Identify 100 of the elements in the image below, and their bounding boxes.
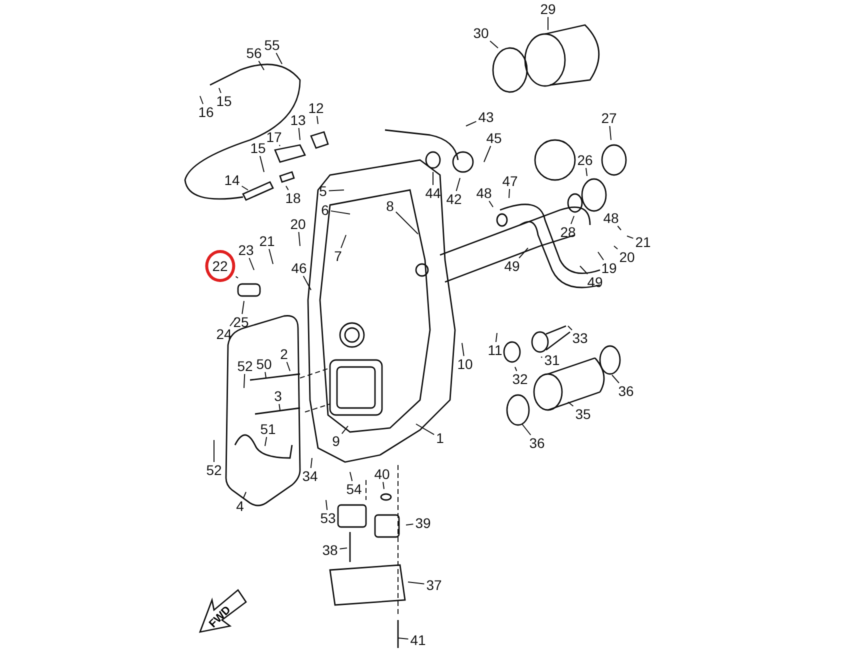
callout-number: 35 [574, 407, 592, 421]
callout-number: 12 [307, 101, 325, 115]
callout-number: 48 [475, 186, 493, 200]
callout-number: 34 [301, 469, 319, 483]
leader-line [382, 482, 384, 490]
callout-number: 50 [255, 357, 273, 371]
leader-line [350, 472, 353, 482]
callout-number: 42 [445, 192, 463, 206]
leader-line [341, 426, 348, 434]
callout-number: 44 [424, 186, 442, 200]
leader-line [330, 210, 350, 214]
leader-line [244, 374, 246, 388]
leader-line [340, 234, 346, 248]
callout-number: 33 [571, 331, 589, 345]
leader-line [298, 232, 300, 246]
leader-line [235, 276, 238, 278]
callout-number: 49 [503, 259, 521, 273]
leader-line [298, 128, 300, 140]
leader-line [522, 424, 532, 436]
leader-line [286, 362, 290, 372]
callout-number: 2 [279, 347, 289, 361]
callout-number: 26 [576, 153, 594, 167]
callout-number: 48 [602, 211, 620, 225]
leader-line [568, 402, 574, 407]
callout-number: 1 [435, 431, 445, 445]
callout-number: 56 [245, 46, 263, 60]
callout-number: 55 [263, 38, 281, 52]
callout-number: 6 [320, 203, 330, 217]
leader-line [466, 120, 477, 126]
callout-number: 52 [205, 463, 223, 477]
leader-line [328, 190, 344, 192]
callout-number: 25 [232, 315, 250, 329]
leader-line [242, 300, 244, 314]
callout-number: 41 [409, 633, 427, 647]
leader-line [276, 52, 282, 64]
leader-line [241, 186, 248, 190]
leader-line [395, 211, 418, 234]
callout-number: 3 [273, 389, 283, 403]
callout-number: 31 [543, 353, 561, 367]
leader-line [488, 200, 494, 208]
leader-line [508, 188, 510, 198]
leader-line [302, 276, 312, 290]
callout-number: 16 [197, 105, 215, 119]
leader-line [286, 186, 289, 190]
callout-number: 19 [600, 261, 618, 275]
leader-line [617, 226, 622, 230]
leader-line [408, 582, 425, 584]
leader-line [490, 40, 498, 48]
callout-number: 27 [600, 111, 618, 125]
leader-line [580, 266, 588, 274]
leader-line [568, 326, 572, 330]
highlighted-callout-number: 22 [205, 250, 235, 282]
leader-line [484, 146, 492, 162]
callout-number: 40 [373, 467, 391, 481]
leader-line [278, 144, 280, 146]
leader-line [230, 318, 236, 326]
leader-line [462, 342, 464, 356]
callout-number: 21 [634, 235, 652, 249]
leader-line [514, 366, 518, 372]
callout-number: 9 [331, 434, 341, 448]
leader-line [495, 332, 498, 342]
leader-line [264, 436, 268, 446]
callout-number: 7 [333, 249, 343, 263]
callout-number: 10 [456, 357, 474, 371]
callout-number: 8 [385, 199, 395, 213]
leader-line [278, 404, 280, 410]
callout-number: 32 [511, 372, 529, 386]
callout-number: 36 [617, 384, 635, 398]
leader-line [248, 258, 254, 270]
callout-number: 20 [289, 217, 307, 231]
leader-line [518, 248, 528, 258]
leader-line [598, 252, 604, 260]
callout-number: 13 [289, 113, 307, 127]
leader-line [626, 236, 634, 239]
callout-number: 53 [319, 511, 337, 525]
callout-number: 49 [586, 275, 604, 289]
leader-line [398, 638, 409, 640]
callout-number: 15 [249, 141, 267, 155]
leader-line [200, 96, 204, 104]
callout-number: 29 [539, 2, 557, 16]
callout-number: 5 [318, 184, 328, 198]
callout-number: 4 [235, 499, 245, 513]
leader-line [218, 88, 222, 94]
callout-number: 17 [265, 130, 283, 144]
callout-number: 37 [425, 578, 443, 592]
callout-number: 36 [528, 436, 546, 450]
callout-number: 52 [236, 359, 254, 373]
leader-line [316, 116, 318, 124]
callout-number: 30 [472, 26, 490, 40]
callout-number: 20 [618, 250, 636, 264]
leader-line [570, 216, 574, 224]
callout-number: 23 [237, 243, 255, 257]
leader-line [416, 424, 435, 436]
leader-line [242, 492, 246, 498]
leader-line [614, 246, 618, 250]
leader-line [310, 458, 312, 468]
leader-line [432, 172, 434, 186]
callout-number: 46 [290, 261, 308, 275]
leader-line [406, 524, 414, 526]
callout-number: 14 [223, 173, 241, 187]
